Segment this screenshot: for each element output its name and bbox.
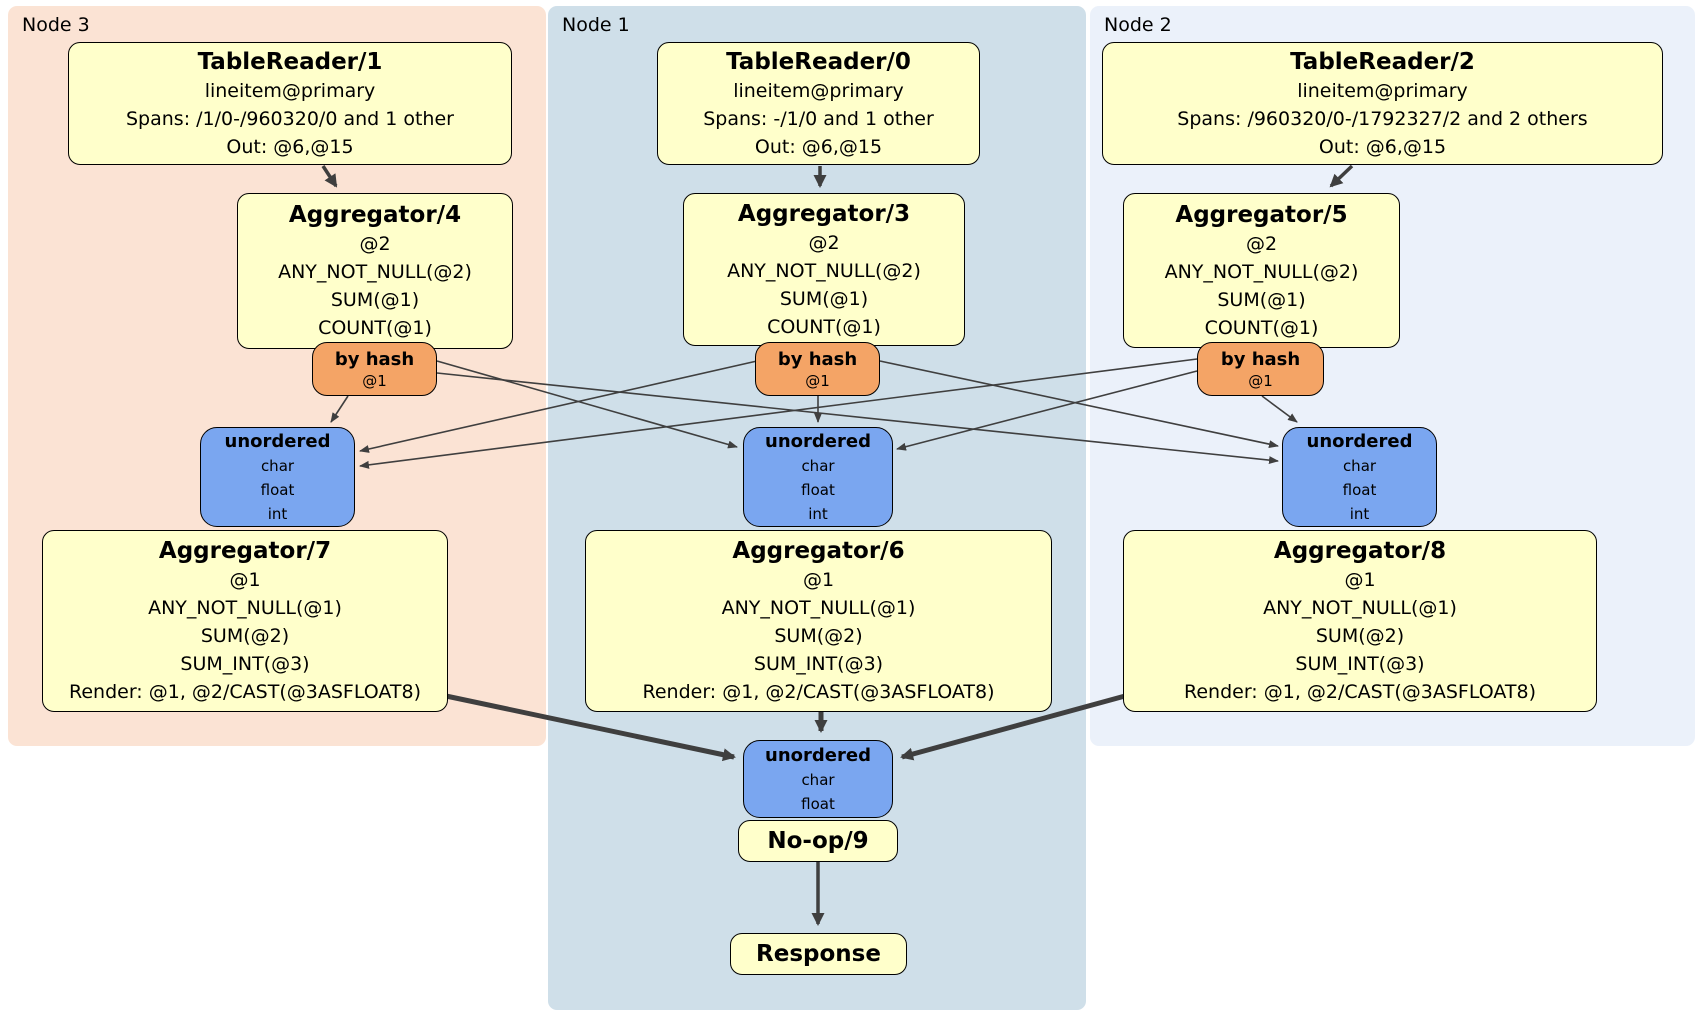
agg-fn: COUNT(@1)	[1204, 316, 1319, 339]
agg-fn: SUM(@1)	[330, 289, 420, 311]
group-label: @1	[229, 569, 261, 591]
agg-fn: ANY_NOT_NULL(@2)	[727, 259, 921, 282]
agg-fn: ANY_NOT_NULL(@1)	[1263, 597, 1457, 619]
processor-title: TableReader/2	[1290, 48, 1475, 75]
response-box: Response	[730, 933, 907, 975]
spans-label: Spans: /1/0-/960320/0 and 1 other	[126, 107, 454, 130]
out-label: Out: @6,@15	[754, 135, 883, 158]
unordered-sync: unordered char float	[743, 740, 893, 818]
processor-title: TableReader/0	[726, 48, 911, 75]
sync-type: char	[801, 456, 835, 475]
group-label: @2	[359, 233, 391, 255]
sync-type: float	[260, 480, 295, 499]
render-label: Render: @1, @2/CAST(@3ASFLOAT8)	[69, 681, 421, 703]
router-title: by hash	[1220, 348, 1301, 370]
group-label: @2	[1245, 232, 1278, 255]
agg-fn: ANY_NOT_NULL(@2)	[1164, 260, 1359, 283]
sync-type: int	[267, 504, 288, 523]
router-title: by hash	[334, 348, 415, 370]
panel-node3-label: Node 3	[22, 14, 90, 36]
index-label: lineitem@primary	[1297, 79, 1468, 102]
agg-fn: ANY_NOT_NULL(@2)	[278, 261, 472, 283]
processor-title: Aggregator/5	[1175, 201, 1348, 228]
group-label: @1	[802, 569, 835, 591]
sync-type: int	[808, 504, 828, 523]
router-key: @1	[805, 371, 830, 390]
agg-fn: SUM(@2)	[774, 625, 863, 647]
router-title: by hash	[777, 348, 858, 370]
agg-fn: COUNT(@1)	[318, 317, 432, 339]
processor-title: Aggregator/8	[1273, 538, 1447, 564]
processor-title: Aggregator/7	[158, 538, 332, 564]
sync-title: unordered	[1306, 430, 1413, 452]
agg-fn: SUM_INT(@3)	[180, 653, 310, 675]
agg-fn: ANY_NOT_NULL(@1)	[721, 597, 916, 619]
spans-label: Spans: /960320/0-/1792327/2 and 2 others	[1177, 107, 1588, 130]
panel-node2-label: Node 2	[1104, 14, 1172, 36]
hash-router: by hash @1	[312, 342, 437, 396]
aggregator-box: Aggregator/6 @1 ANY_NOT_NULL(@1) SUM(@2)…	[585, 530, 1052, 712]
tablereader-box: TableReader/2 lineitem@primary Spans: /9…	[1102, 42, 1663, 165]
agg-fn: SUM_INT(@3)	[753, 653, 884, 675]
router-key: @1	[1248, 371, 1273, 390]
aggregator-box: Aggregator/4 @2 ANY_NOT_NULL(@2) SUM(@1)…	[237, 193, 513, 349]
agg-fn: SUM(@2)	[1315, 625, 1405, 647]
group-label: @1	[1344, 569, 1376, 591]
aggregator-box: Aggregator/8 @1 ANY_NOT_NULL(@1) SUM(@2)…	[1123, 530, 1597, 712]
render-label: Render: @1, @2/CAST(@3ASFLOAT8)	[1184, 681, 1536, 703]
out-label: Out: @6,@15	[226, 135, 354, 158]
sync-title: unordered	[765, 430, 871, 452]
index-label: lineitem@primary	[204, 79, 376, 102]
sync-type: float	[1342, 480, 1377, 499]
agg-fn: SUM(@1)	[779, 287, 869, 310]
group-label: @2	[808, 231, 840, 254]
panel-node1-label: Node 1	[562, 14, 630, 36]
sync-title: unordered	[224, 430, 331, 452]
router-key: @1	[362, 371, 387, 390]
aggregator-box: Aggregator/5 @2 ANY_NOT_NULL(@2) SUM(@1)…	[1123, 193, 1400, 348]
spans-label: Spans: -/1/0 and 1 other	[703, 107, 934, 130]
render-label: Render: @1, @2/CAST(@3ASFLOAT8)	[642, 681, 995, 703]
agg-fn: SUM(@1)	[1217, 288, 1306, 311]
processor-title: Aggregator/3	[737, 200, 911, 227]
index-label: lineitem@primary	[733, 79, 904, 102]
agg-fn: ANY_NOT_NULL(@1)	[148, 597, 342, 619]
agg-fn: SUM_INT(@3)	[1295, 653, 1425, 675]
hash-router: by hash @1	[755, 342, 880, 396]
sync-type: float	[801, 794, 835, 813]
processor-title: Response	[756, 941, 881, 967]
noop-box: No-op/9	[738, 820, 898, 862]
unordered-sync: unordered char float int	[743, 427, 893, 527]
processor-title: TableReader/1	[197, 48, 383, 75]
aggregator-box: Aggregator/7 @1 ANY_NOT_NULL(@1) SUM(@2)…	[42, 530, 448, 712]
tablereader-box: TableReader/1 lineitem@primary Spans: /1…	[68, 42, 512, 165]
aggregator-box: Aggregator/3 @2 ANY_NOT_NULL(@2) SUM(@1)…	[683, 193, 965, 346]
processor-title: Aggregator/6	[732, 538, 905, 564]
hash-router: by hash @1	[1197, 342, 1324, 396]
agg-fn: SUM(@2)	[200, 625, 290, 647]
sync-type: int	[1349, 504, 1370, 523]
processor-title: Aggregator/4	[288, 202, 462, 228]
agg-fn: COUNT(@1)	[767, 315, 881, 338]
sync-type: char	[1342, 456, 1377, 475]
unordered-sync: unordered char float int	[200, 427, 355, 527]
unordered-sync: unordered char float int	[1282, 427, 1437, 527]
sync-type: char	[801, 770, 835, 789]
sync-type: float	[801, 480, 835, 499]
out-label: Out: @6,@15	[1318, 135, 1447, 158]
sync-title: unordered	[765, 744, 871, 766]
sync-type: char	[260, 456, 295, 475]
processor-title: No-op/9	[767, 828, 869, 854]
tablereader-box: TableReader/0 lineitem@primary Spans: -/…	[657, 42, 980, 165]
